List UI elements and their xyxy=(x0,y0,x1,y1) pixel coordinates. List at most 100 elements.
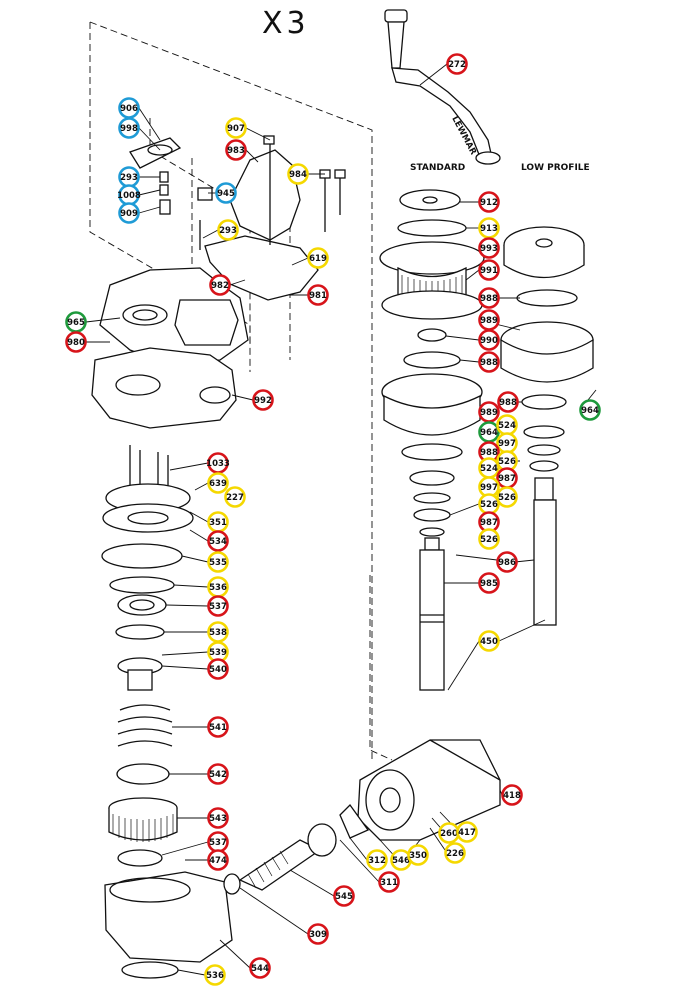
callout-997: 997 xyxy=(496,432,518,454)
callout-label: 524 xyxy=(498,421,516,431)
callout-998: 998 xyxy=(118,117,140,139)
callout-ring xyxy=(207,716,229,738)
callout-label: 639 xyxy=(209,479,227,489)
callout-label: 309 xyxy=(309,930,327,940)
callout-label: 538 xyxy=(209,628,227,638)
callout-label: 985 xyxy=(480,579,498,589)
callout-992: 992 xyxy=(252,389,274,411)
callout-ring xyxy=(478,528,500,550)
callout-label: 350 xyxy=(409,851,427,861)
callout-label: 226 xyxy=(446,849,464,859)
callout-label: 543 xyxy=(209,814,227,824)
callout-417: 417 xyxy=(456,821,478,843)
callout-label: 906 xyxy=(120,104,138,114)
callout-ring xyxy=(478,287,500,309)
callout-label: 351 xyxy=(209,518,227,528)
callout-ring xyxy=(444,842,466,864)
callout-label: 526 xyxy=(498,457,516,467)
callout-label: 546 xyxy=(392,856,410,866)
callout-536: 536 xyxy=(207,576,229,598)
callout-ring xyxy=(249,957,271,979)
callout-988: 988 xyxy=(478,287,500,309)
callout-ring xyxy=(118,117,140,139)
callout-312: 312 xyxy=(366,849,388,871)
callout-label: 539 xyxy=(209,648,227,658)
callout-986: 986 xyxy=(496,551,518,573)
callout-label: 417 xyxy=(458,828,476,838)
callout-label: 909 xyxy=(120,209,138,219)
callout-label: 526 xyxy=(498,493,516,503)
callout-ring xyxy=(207,595,229,617)
callout-ring xyxy=(407,844,429,866)
callout-label: 619 xyxy=(309,254,327,264)
callout-label: 988 xyxy=(480,358,498,368)
callout-540: 540 xyxy=(207,658,229,680)
callout-label: 990 xyxy=(480,336,498,346)
callout-350: 350 xyxy=(407,844,429,866)
callout-ring xyxy=(496,551,518,573)
callout-351: 351 xyxy=(207,511,229,533)
standard-caption: STANDARD xyxy=(410,163,465,173)
callout-536: 536 xyxy=(204,964,226,986)
callout-450: 450 xyxy=(478,630,500,652)
callout-ring xyxy=(579,399,601,421)
callout-913: 913 xyxy=(478,217,500,239)
callout-619: 619 xyxy=(307,247,329,269)
callout-label: 526 xyxy=(480,535,498,545)
callout-label: 418 xyxy=(503,791,521,801)
callout-label: 540 xyxy=(209,665,227,675)
callout-label: 988 xyxy=(480,294,498,304)
callout-ring xyxy=(478,630,500,652)
callout-990: 990 xyxy=(478,329,500,351)
callout-537: 537 xyxy=(207,831,229,853)
callout-ring xyxy=(118,202,140,224)
callout-ring xyxy=(215,182,237,204)
diagram-title: X3 xyxy=(262,6,310,41)
callout-ring xyxy=(207,551,229,573)
callout-label: 907 xyxy=(227,124,245,134)
callout-ring xyxy=(456,821,478,843)
callout-ring xyxy=(207,763,229,785)
callout-293: 293 xyxy=(217,219,239,241)
callout-526: 526 xyxy=(478,528,500,550)
callout-label: 982 xyxy=(211,281,229,291)
callout-965: 965 xyxy=(65,311,87,333)
callout-544: 544 xyxy=(249,957,271,979)
callout-906: 906 xyxy=(118,97,140,119)
callout-label: 450 xyxy=(480,637,498,647)
callout-label: 964 xyxy=(581,406,599,416)
callout-982: 982 xyxy=(209,274,231,296)
standard-drum-assembly xyxy=(379,189,485,691)
callout-ring xyxy=(307,247,329,269)
callout-label: 474 xyxy=(209,856,227,866)
callout-label: 534 xyxy=(209,537,227,547)
callout-ring xyxy=(252,389,274,411)
callout-1033: 1033 xyxy=(206,452,230,474)
callout-993: 993 xyxy=(478,237,500,259)
callout-ring xyxy=(333,885,355,907)
callout-label: 311 xyxy=(380,878,398,888)
callout-label: 987 xyxy=(498,474,516,484)
callout-227: 227 xyxy=(224,486,246,508)
callout-ring xyxy=(478,259,500,281)
callout-label: 537 xyxy=(209,838,227,848)
callout-label: 537 xyxy=(209,602,227,612)
callout-537: 537 xyxy=(207,595,229,617)
callout-label: 984 xyxy=(289,170,307,180)
callout-ring xyxy=(224,486,246,508)
callout-label: 272 xyxy=(448,60,466,70)
callout-label: 913 xyxy=(480,224,498,234)
callout-label: 536 xyxy=(209,583,227,593)
callout-945: 945 xyxy=(215,182,237,204)
callout-ring xyxy=(496,486,518,508)
callout-label: 1008 xyxy=(117,191,141,201)
callout-ring xyxy=(478,572,500,594)
callout-label: 945 xyxy=(217,189,235,199)
part-callouts: 2729069982931008909945907983984293619982… xyxy=(65,53,601,986)
callout-418: 418 xyxy=(501,784,523,806)
callout-260: 260 xyxy=(438,822,460,844)
callout-ring xyxy=(204,964,226,986)
callout-272: 272 xyxy=(446,53,468,75)
callout-ring xyxy=(217,219,239,241)
